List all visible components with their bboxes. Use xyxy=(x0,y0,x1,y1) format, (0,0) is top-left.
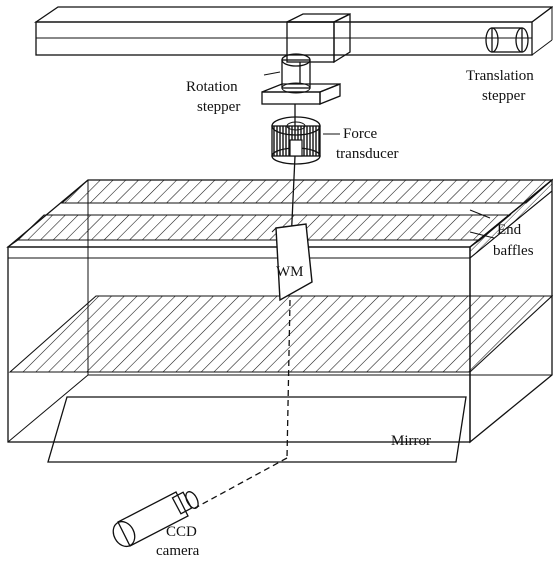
upper-baffle-near xyxy=(7,214,512,248)
tank-floor-hatched xyxy=(8,295,553,373)
wing-model xyxy=(271,223,313,302)
upper-baffle-far xyxy=(60,179,553,204)
label-rotation-stepper-2: stepper xyxy=(197,99,240,115)
label-force-transducer-2: transducer xyxy=(336,146,398,162)
label-rotation-stepper-1: Rotation xyxy=(186,79,238,95)
label-ccd-camera-1: CCD xyxy=(166,524,197,540)
label-wing-model: WM xyxy=(276,264,304,280)
label-translation-stepper-1: Translation xyxy=(466,68,534,84)
label-force-transducer-1: Force xyxy=(343,126,377,142)
optical-path xyxy=(194,299,291,509)
end-baffle-right xyxy=(469,178,553,260)
translation-stepper-motor xyxy=(485,27,529,53)
translation-rail xyxy=(33,6,553,56)
rotation-stepper-motor xyxy=(261,53,341,118)
ccd-camera xyxy=(112,491,199,548)
label-end-baffles-1: End xyxy=(497,222,522,238)
label-translation-stepper-2: stepper xyxy=(482,88,525,104)
force-transducer xyxy=(271,116,321,165)
label-mirror: Mirror xyxy=(391,433,431,449)
label-end-baffles-2: baffles xyxy=(493,243,534,259)
mirror-plane xyxy=(47,396,467,463)
label-ccd-camera-2: camera xyxy=(156,543,200,559)
